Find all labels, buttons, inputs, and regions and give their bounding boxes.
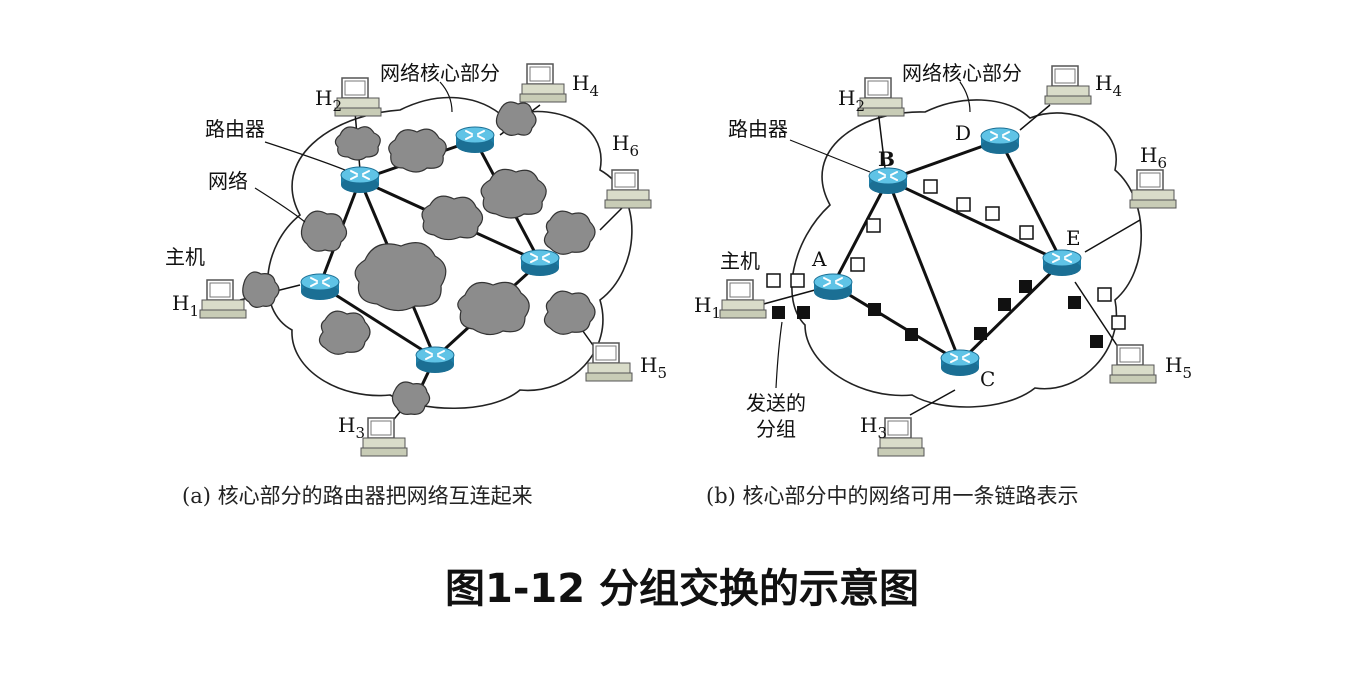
packets-hollow: [766, 179, 1126, 330]
router-icon: [1042, 249, 1082, 277]
label-host-a: 主机: [165, 245, 205, 269]
packets-filled: [772, 280, 1103, 348]
computer-icon: [1129, 169, 1177, 209]
router-icon: [868, 167, 908, 195]
host-label-h4: H4: [1095, 71, 1122, 100]
node-label-b: B: [878, 147, 895, 171]
host-label-h4: H4: [572, 71, 599, 100]
label-host-b: 主机: [720, 249, 760, 273]
computer-icon: [604, 169, 652, 209]
host-label-h1: H1: [694, 293, 721, 322]
host-label-h3: H3: [338, 413, 365, 442]
node-label-d: D: [955, 121, 971, 145]
links-b: [831, 138, 1064, 364]
computer-icon: [360, 417, 408, 457]
label-router-a: 路由器: [205, 117, 265, 141]
networks-a: [242, 101, 596, 415]
router-icon: [980, 127, 1020, 155]
router-icon: [415, 346, 455, 374]
label-core-a: 网络核心部分: [380, 61, 500, 85]
router-icon: [300, 273, 340, 301]
node-label-e: E: [1066, 226, 1081, 250]
host-label-h5: H5: [1165, 353, 1192, 382]
host-label-h6: H6: [612, 131, 639, 160]
label-packets-line1: 发送的: [746, 391, 806, 415]
host-label-h1: H1: [172, 291, 199, 320]
label-core-b: 网络核心部分: [902, 61, 1022, 85]
computer-icon: [719, 279, 767, 319]
computer-icon: [1044, 65, 1092, 105]
router-icon: [520, 249, 560, 277]
host-label-h2: H2: [838, 86, 865, 115]
label-network-a: 网络: [208, 169, 248, 193]
caption-b: (b) 核心部分中的网络可用一条链路表示: [706, 484, 1079, 508]
computer-icon: [519, 63, 567, 103]
panel-a: 网络核心部分 路由器 网络 主机 H1 H2 H3 H4 H5 H6 (a) 核…: [165, 61, 667, 508]
computer-icon: [1109, 344, 1157, 384]
node-label-c: C: [980, 367, 995, 391]
computer-icon: [585, 342, 633, 382]
node-label-a: A: [811, 247, 827, 271]
router-icon: [340, 166, 380, 194]
computer-icon: [199, 279, 247, 319]
host-label-h2: H2: [315, 86, 342, 115]
figure-caption: 图1-12 分组交换的示意图: [444, 566, 920, 612]
host-label-h5: H5: [640, 353, 667, 382]
host-label-h6: H6: [1140, 143, 1167, 172]
caption-a: (a) 核心部分的路由器把网络互连起来: [182, 484, 533, 508]
label-router-b: 路由器: [728, 117, 788, 141]
label-packets-line2: 分组: [756, 417, 796, 441]
router-icon: [455, 126, 495, 154]
router-icon: [813, 273, 853, 301]
router-icon: [940, 349, 980, 377]
panel-b: 网络核心部分 路由器 主机 发送的 分组 A B C D E H1 H2 H3 …: [694, 61, 1192, 508]
host-label-h3: H3: [860, 413, 887, 442]
